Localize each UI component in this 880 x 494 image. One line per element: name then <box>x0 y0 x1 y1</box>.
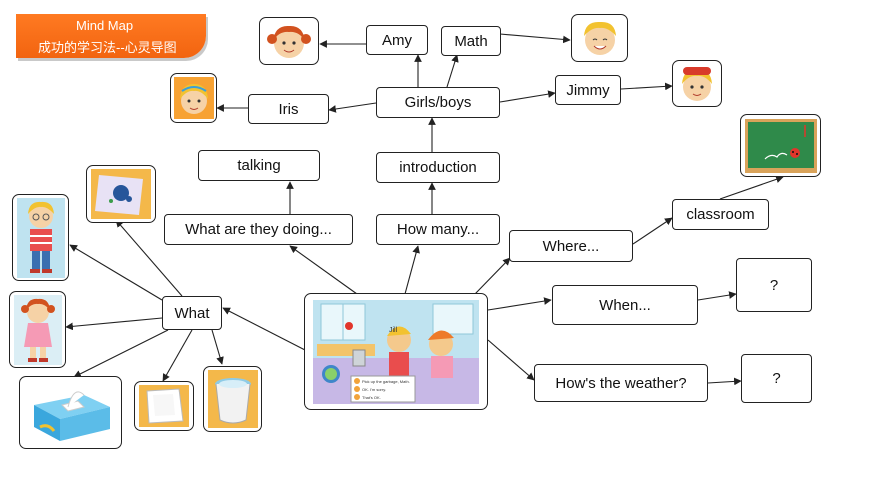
math-face-icon <box>583 21 616 55</box>
jimmy-picture[interactable] <box>672 60 722 107</box>
node-amy[interactable]: Amy <box>366 25 428 55</box>
node-how-many[interactable]: How many... <box>376 214 500 245</box>
ink-paper-picture[interactable] <box>86 165 156 223</box>
amy-picture[interactable] <box>259 17 319 65</box>
jimmy-face-icon <box>682 66 712 101</box>
blackboard-picture[interactable] <box>740 114 821 177</box>
classroom-scene-icon: Jill Pick up the garbage, Math. OK. I'm … <box>313 299 479 404</box>
iris-picture[interactable] <box>170 73 217 123</box>
node-girls-boys[interactable]: Girls/boys <box>376 87 500 118</box>
scene-dialog-line-3: That's OK. <box>362 395 381 400</box>
scene-dialog-line-2: OK. I'm sorry. <box>362 387 386 392</box>
iris-face-icon <box>173 77 214 119</box>
tissue-box-icon <box>33 391 110 441</box>
amy-face-icon <box>267 25 311 58</box>
node-where[interactable]: Where... <box>509 230 633 262</box>
classroom-scene-image[interactable]: Jill Pick up the garbage, Math. OK. I'm … <box>304 293 488 410</box>
paper-sheet-picture[interactable] <box>134 381 194 431</box>
node-math[interactable]: Math <box>441 26 501 56</box>
boy-standing-icon <box>16 197 65 278</box>
node-weather[interactable]: How's the weather? <box>534 364 708 402</box>
paper-sheet-icon <box>139 385 189 427</box>
node-question-when[interactable]: ? <box>736 258 812 312</box>
node-talking[interactable]: talking <box>198 150 320 181</box>
boy-standing-picture[interactable] <box>12 194 69 281</box>
node-what[interactable]: What <box>162 296 222 330</box>
node-classroom[interactable]: classroom <box>672 199 769 230</box>
node-what-are-they-doing[interactable]: What are they doing... <box>164 214 353 245</box>
node-iris[interactable]: Iris <box>248 94 329 124</box>
node-when[interactable]: When... <box>552 285 698 325</box>
math-picture[interactable] <box>571 14 628 62</box>
ink-paper-icon <box>91 169 151 219</box>
girl-standing-icon <box>13 294 62 365</box>
girl-standing-picture[interactable] <box>9 291 66 368</box>
scene-name-tag: Jill <box>389 327 398 334</box>
tissue-box-picture[interactable] <box>19 376 122 449</box>
node-question-weather[interactable]: ? <box>741 354 812 403</box>
waste-bin-picture[interactable] <box>203 366 262 432</box>
scene-dialog-line-1: Pick up the garbage, Math. <box>362 379 410 384</box>
waste-bin-icon <box>207 370 258 428</box>
node-introduction[interactable]: introduction <box>376 152 500 183</box>
node-jimmy[interactable]: Jimmy <box>555 75 621 105</box>
mind-map-banner: Mind Map 成功的学习法--心灵导图 <box>16 14 206 58</box>
banner-subtitle: 成功的学习法--心灵导图 <box>38 40 177 55</box>
banner-title: Mind Map <box>76 18 134 33</box>
blackboard-ladybug-icon <box>744 118 817 173</box>
